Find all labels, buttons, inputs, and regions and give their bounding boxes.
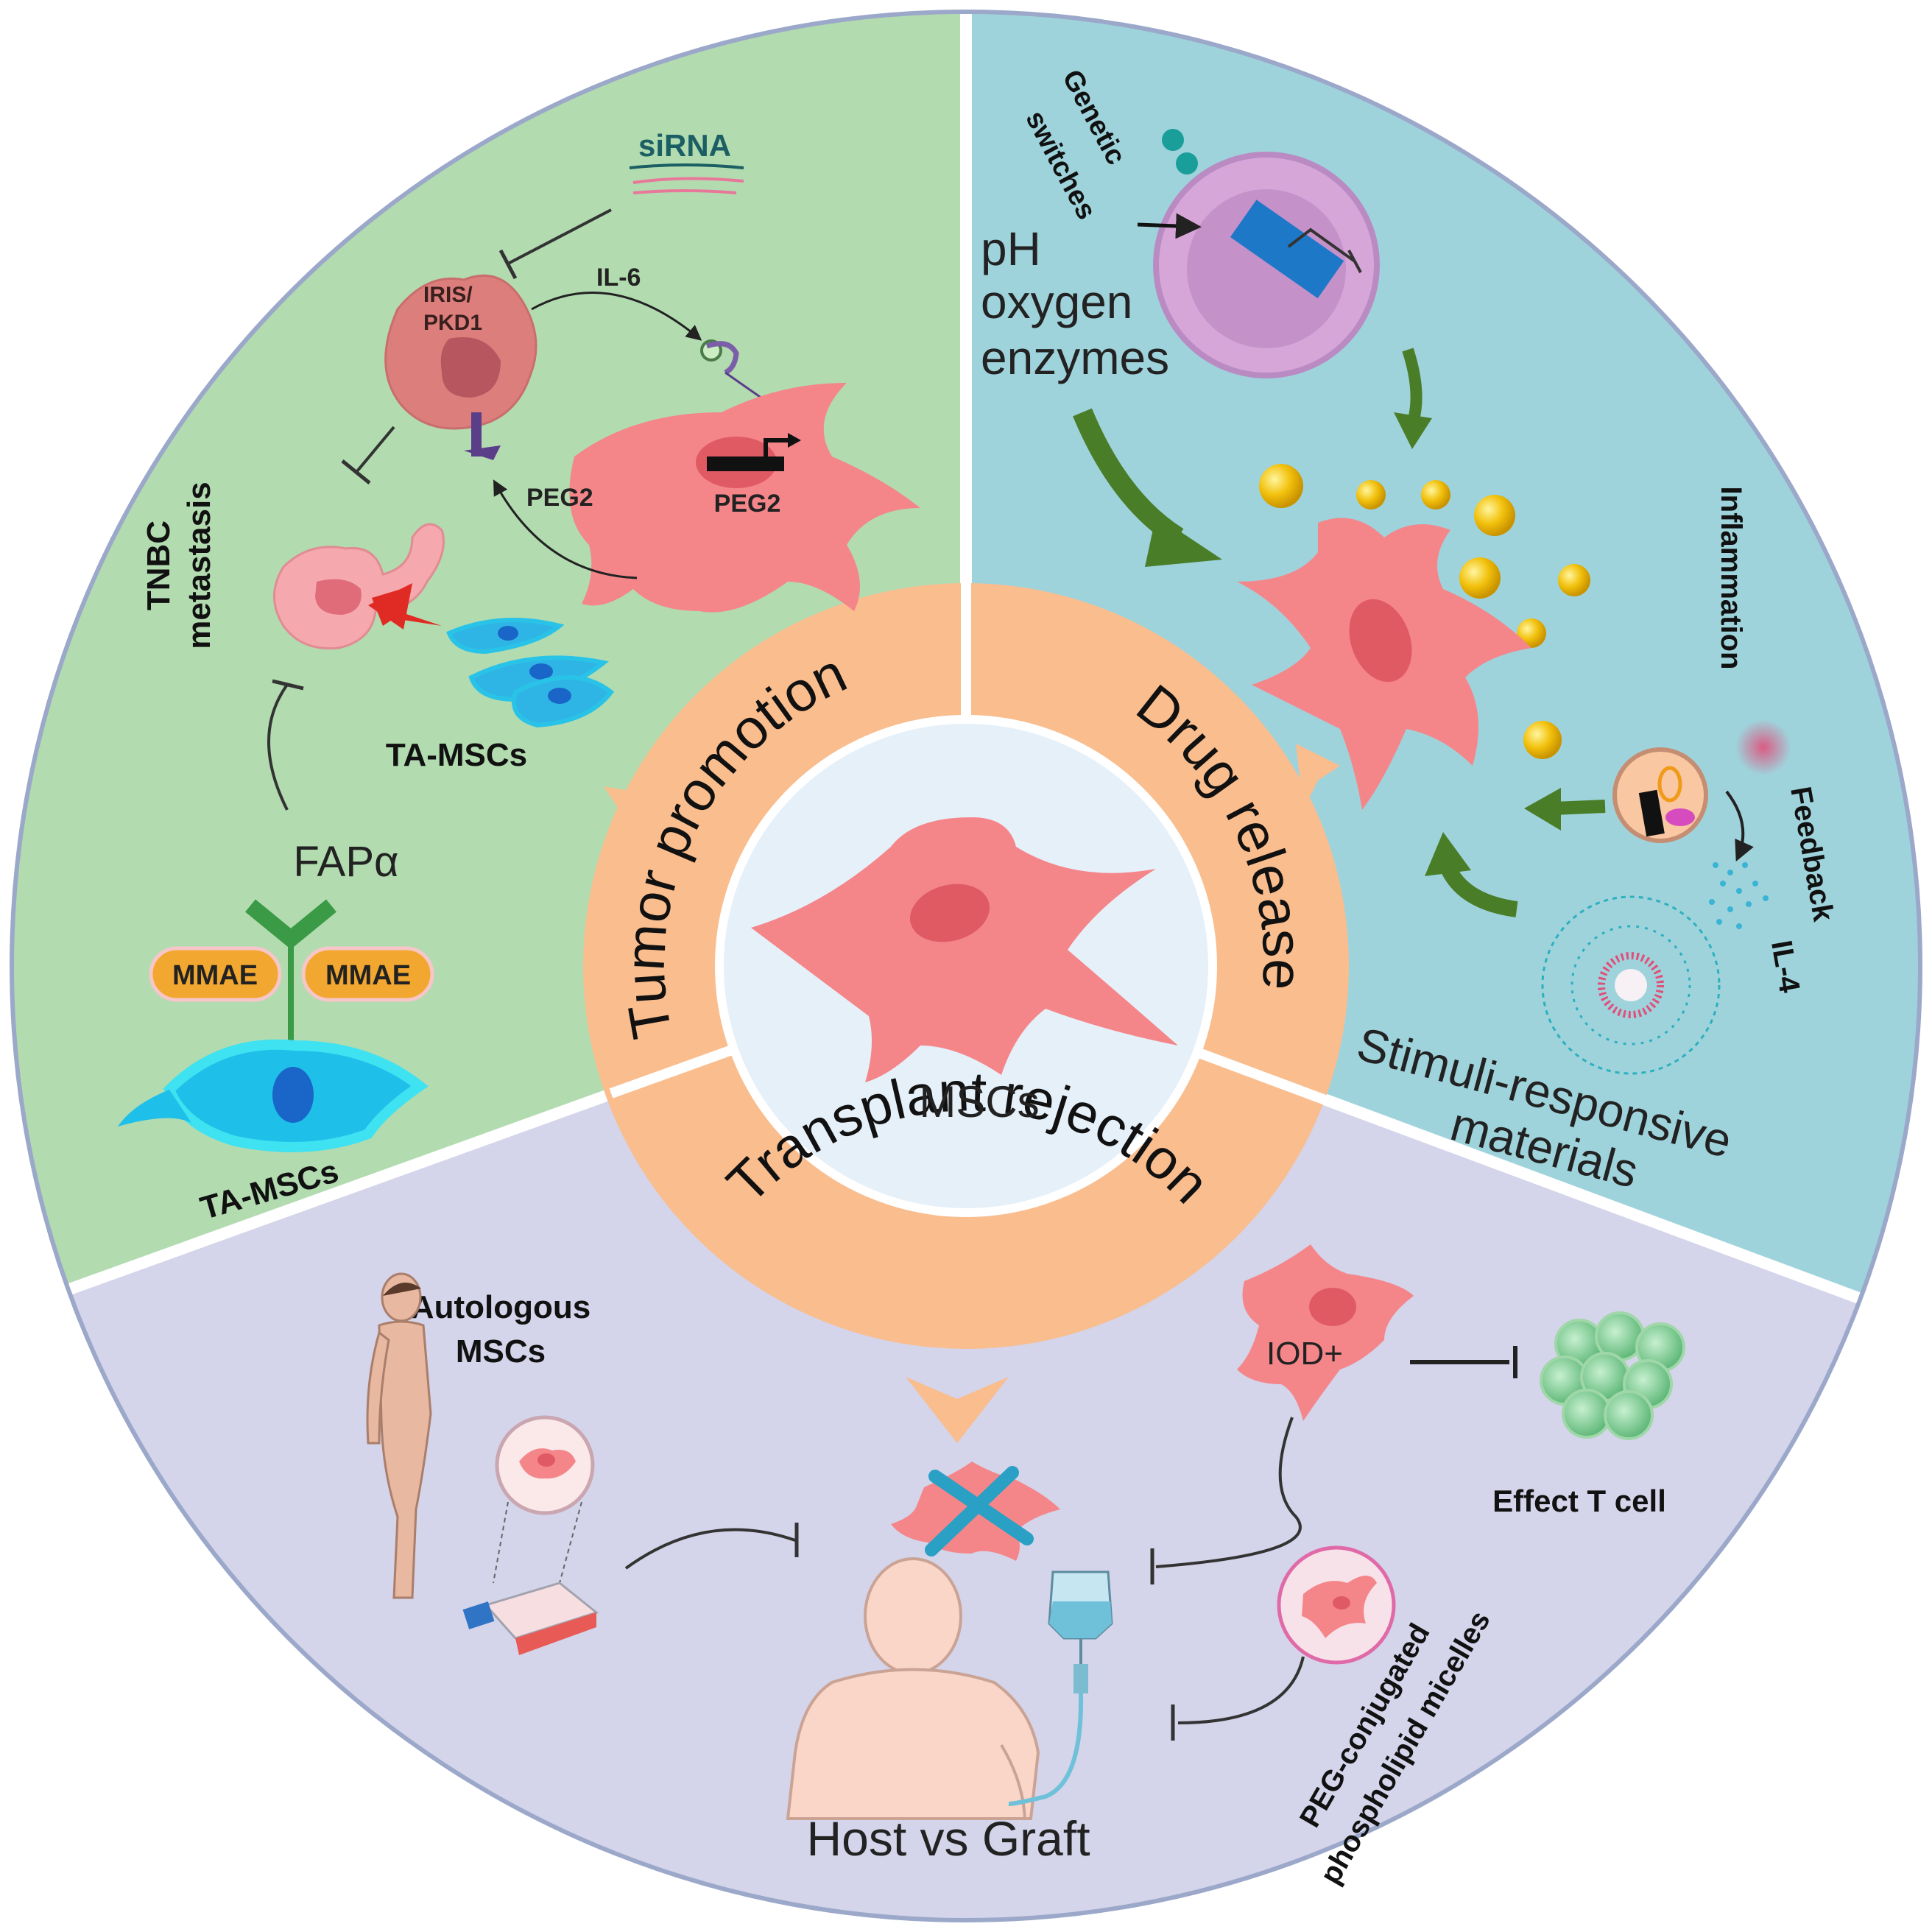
effect-t-cell-label: Effect T cell [1492, 1484, 1666, 1518]
host-person-icon [786, 1557, 1040, 1821]
chevron-drug [1296, 744, 1340, 810]
il6-arrow [531, 292, 702, 341]
transplant-panel-bg [10, 966, 1922, 1922]
green-arrow-feedback [1553, 800, 1606, 815]
chevron-tumor [604, 786, 655, 854]
person-icon [366, 1272, 432, 1599]
iod-msc-cell [1237, 1244, 1414, 1421]
host-vs-graft-label: Host vs Graft [806, 1811, 1090, 1866]
tnbc-label: TNBC [141, 521, 177, 610]
green-arrowhead-micelle [1425, 832, 1471, 876]
culture-flask-icon [462, 1582, 599, 1655]
mmae-right-label: MMAE [325, 960, 411, 991]
antibody-icon [245, 899, 336, 1060]
sirna-icon [629, 163, 744, 194]
peg2-label: PEG2 [526, 484, 593, 512]
effect-t-cell-cluster [1540, 1311, 1685, 1440]
switch-dot-2 [1176, 152, 1198, 174]
ep-receptor-icon [464, 412, 501, 460]
il4-dots [1709, 862, 1769, 929]
green-arrowhead-feedback [1524, 788, 1561, 831]
green-arrow-switch [1402, 348, 1422, 421]
drug-panel: Genetic switches pH oxygen enzymes [981, 65, 1840, 1198]
autologous-inhibit-line [624, 1528, 796, 1570]
tumor-panel: siRNA IRIS/ PKD1 IL-6 [118, 128, 920, 1227]
zoom-lines [493, 1501, 582, 1584]
sirna-label: siRNA [638, 128, 731, 163]
green-arrowhead-enzymes [1145, 515, 1222, 567]
iris-label: IRIS/ [423, 283, 473, 307]
ph-label: pH [981, 222, 1041, 275]
rejected-msc-cell [891, 1462, 1060, 1561]
ta-msc-large-cell [569, 383, 920, 613]
red-arrow-head [368, 583, 412, 630]
switch-dot-1 [1162, 129, 1184, 151]
chevron-transplant [906, 1377, 1009, 1443]
inflammation-glow [1735, 719, 1791, 775]
metastatic-cell [273, 523, 445, 650]
center-label: MSCs [919, 1077, 1039, 1127]
iod-host-inhibit-line [1155, 1417, 1302, 1568]
peg-micelle-msc [1277, 1545, 1396, 1665]
peg2-arrow [493, 479, 638, 579]
drug-release-msc-cell [1237, 518, 1531, 810]
mmae-left [149, 946, 282, 1002]
sirna-inhibit-bar [498, 249, 518, 280]
green-arrow-micelle [1439, 861, 1518, 917]
sirna-inhibit-line [507, 208, 612, 265]
autologous-mscs-label: MSCs [456, 1333, 546, 1369]
petri-dish-icon [495, 1415, 595, 1515]
stimuli-micelle-icon [1541, 895, 1721, 1075]
feedback-double-arrow [1725, 790, 1754, 862]
ta-msc-blue-large-cell [118, 1039, 429, 1152]
ta-mscs-top-label: TA-MSCs [386, 737, 527, 773]
feedback-cell [1612, 747, 1708, 843]
iris-pkd1-cell [384, 274, 537, 430]
green-arrowhead-switch [1394, 412, 1432, 449]
switch-arrow [1137, 213, 1202, 239]
pkd1-label: PKD1 [423, 311, 482, 335]
iris-inhibit-bar [341, 459, 371, 484]
mmae-right [301, 946, 434, 1002]
metastasis-label: metastasis [181, 482, 217, 649]
il6-receptor-icon [700, 339, 770, 405]
peg2-cell-label: PEG2 [714, 490, 781, 518]
genetic-switch-capsule [1153, 152, 1380, 378]
autologous-label: Autologous [411, 1289, 590, 1325]
outer-ring-border [10, 10, 1922, 1922]
fapa-inhibit-bar [272, 679, 304, 691]
iv-bag-icon [1008, 1570, 1113, 1806]
oxygen-label: oxygen [981, 275, 1132, 328]
peg-inhibit-line [1177, 1656, 1305, 1724]
drug-particles [1259, 464, 1590, 759]
fapa-label: FAPα [293, 838, 398, 886]
mmae-left-label: MMAE [172, 960, 258, 991]
center-msc-cell [751, 817, 1178, 1082]
ta-mscs-blue-cluster [446, 618, 615, 728]
enzymes-label: enzymes [981, 331, 1169, 384]
iris-inhibit-line [356, 426, 395, 473]
il6-label: IL-6 [596, 264, 641, 292]
inflammation-label: Inflammation [1715, 487, 1747, 670]
iod-label: IOD+ [1266, 1336, 1343, 1372]
fapa-inhibit-line [267, 683, 289, 811]
